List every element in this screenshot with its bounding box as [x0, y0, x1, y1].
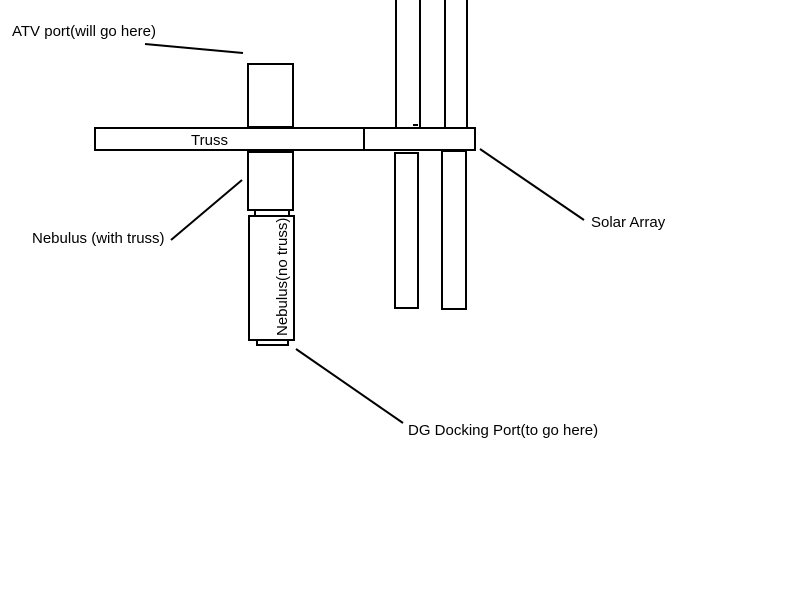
solar-panel-lower-right	[441, 150, 467, 310]
docking-port-stub	[256, 339, 289, 346]
solar-panel-upper-right	[444, 0, 468, 129]
atv-port-leader	[144, 43, 244, 54]
solar-array-label: Solar Array	[591, 214, 666, 231]
dg-docking-port-leader	[295, 348, 404, 424]
nebulus-with-truss-label: Nebulus (with truss)	[32, 230, 165, 247]
atv-port-label: ATV port(will go here)	[12, 23, 156, 40]
solar-panel-upper-left	[395, 0, 421, 129]
solar-array-leader	[479, 148, 585, 221]
nebulus-with-truss-leader	[170, 179, 243, 241]
nebulus-no-truss-label: Nebulus(no truss)	[274, 218, 291, 336]
truss-bar	[94, 127, 476, 151]
truss-label: Truss	[191, 132, 228, 149]
atv-port-module	[247, 63, 294, 128]
dg-docking-port-label: DG Docking Port(to go here)	[408, 422, 598, 439]
solar-panel-lower-left	[394, 152, 419, 309]
nebulus-no-truss-module	[248, 215, 295, 341]
nebulus-with-truss-module	[247, 151, 294, 211]
